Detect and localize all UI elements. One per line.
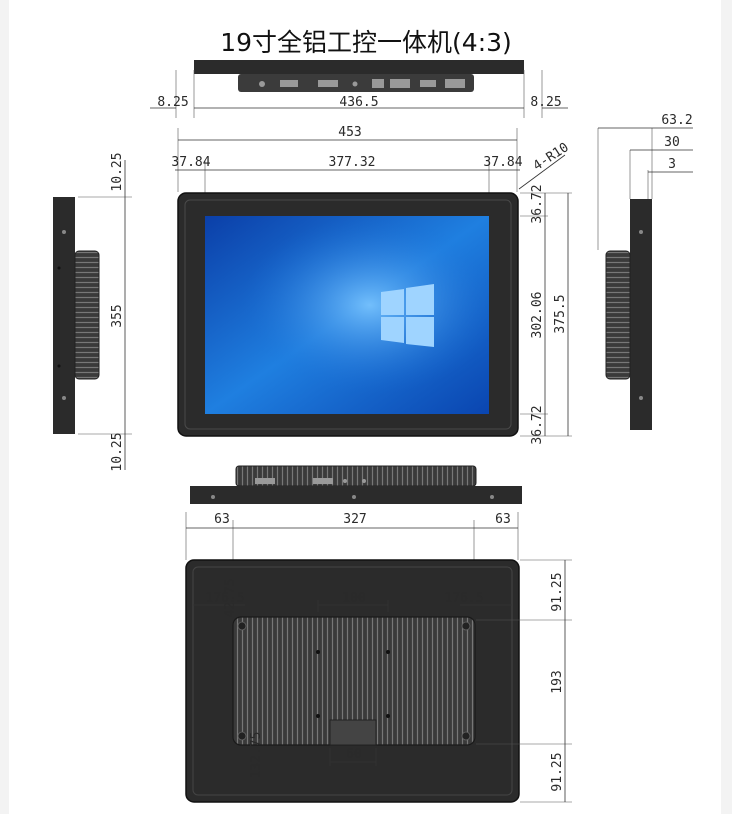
- dim-back-left: 63: [214, 512, 230, 527]
- dim-overall-width: 453: [338, 125, 361, 140]
- bottom-view-frame: [190, 486, 522, 504]
- dim-left-bezel: 37.84: [171, 155, 210, 170]
- dim-left-height: 355: [110, 304, 125, 327]
- dim-top-bezel: 36.72: [530, 184, 545, 223]
- dim-total-depth: 63.2: [661, 113, 692, 128]
- top-view: 8.25 436.5 8.25: [150, 60, 568, 118]
- front-view: 453 37.84 377.32 37.84 4-R10 36.72 302.0…: [171, 125, 572, 445]
- dim-screen-height: 302.06: [530, 292, 545, 339]
- dim-screen-width: 377.32: [329, 155, 376, 170]
- page-title: 19寸全铝工控一体机(4:3): [220, 28, 512, 57]
- dim-bottom-gap: 91.25: [550, 752, 565, 791]
- dim-back-right: 63: [495, 512, 511, 527]
- dim-lip: 3: [668, 157, 676, 172]
- dim-port-width: 60: [346, 747, 362, 762]
- dim-right-bezel: 37.84: [483, 155, 522, 170]
- dim-mount-left: 176.5: [205, 591, 244, 606]
- dim-left-bottom: 10.25: [110, 432, 125, 471]
- right-side-heatsink: [605, 250, 631, 380]
- windows-logo: [381, 284, 434, 347]
- dim-frame-depth: 30: [664, 135, 680, 150]
- dim-top-width: 436.5: [339, 95, 378, 110]
- dim-corner-radius: 4-R10: [531, 140, 572, 174]
- dim-mount-right: 176.5: [444, 591, 483, 606]
- dim-port-offset: 132.75: [249, 732, 264, 779]
- back-port-panel: [329, 719, 377, 746]
- dim-left-top: 10.25: [110, 152, 125, 191]
- right-side-view: 63.2 30 3: [597, 113, 693, 430]
- bottom-view: [190, 465, 522, 504]
- dim-top-gap: 91.25: [550, 572, 565, 611]
- dim-mount-width: 327: [343, 512, 366, 527]
- dim-mount-height: 193: [550, 670, 565, 693]
- top-view-frame: [194, 60, 524, 74]
- dim-vesa: 100: [342, 591, 365, 606]
- dim-vesa-v: 42.75: [223, 578, 238, 617]
- right-side-frame: [630, 199, 652, 430]
- left-side-frame: [53, 197, 75, 434]
- dim-top-right: 8.25: [530, 95, 561, 110]
- dim-top-left: 8.25: [157, 95, 188, 110]
- drawing-sheet: 19寸全铝工控一体机(4:3) 8.25 436.5 8.25 453 37.8…: [9, 0, 721, 814]
- left-side-heatsink: [74, 250, 100, 380]
- dim-bottom-bezel: 36.72: [530, 405, 545, 444]
- dim-overall-height: 375.5: [553, 294, 568, 333]
- left-side-view: 10.25 355 10.25: [53, 152, 132, 472]
- back-view: 63 327 63 176.5 100 176.5 42.75 60 132.7…: [185, 512, 572, 803]
- technical-drawing: 19寸全铝工控一体机(4:3) 8.25 436.5 8.25 453 37.8…: [53, 28, 693, 803]
